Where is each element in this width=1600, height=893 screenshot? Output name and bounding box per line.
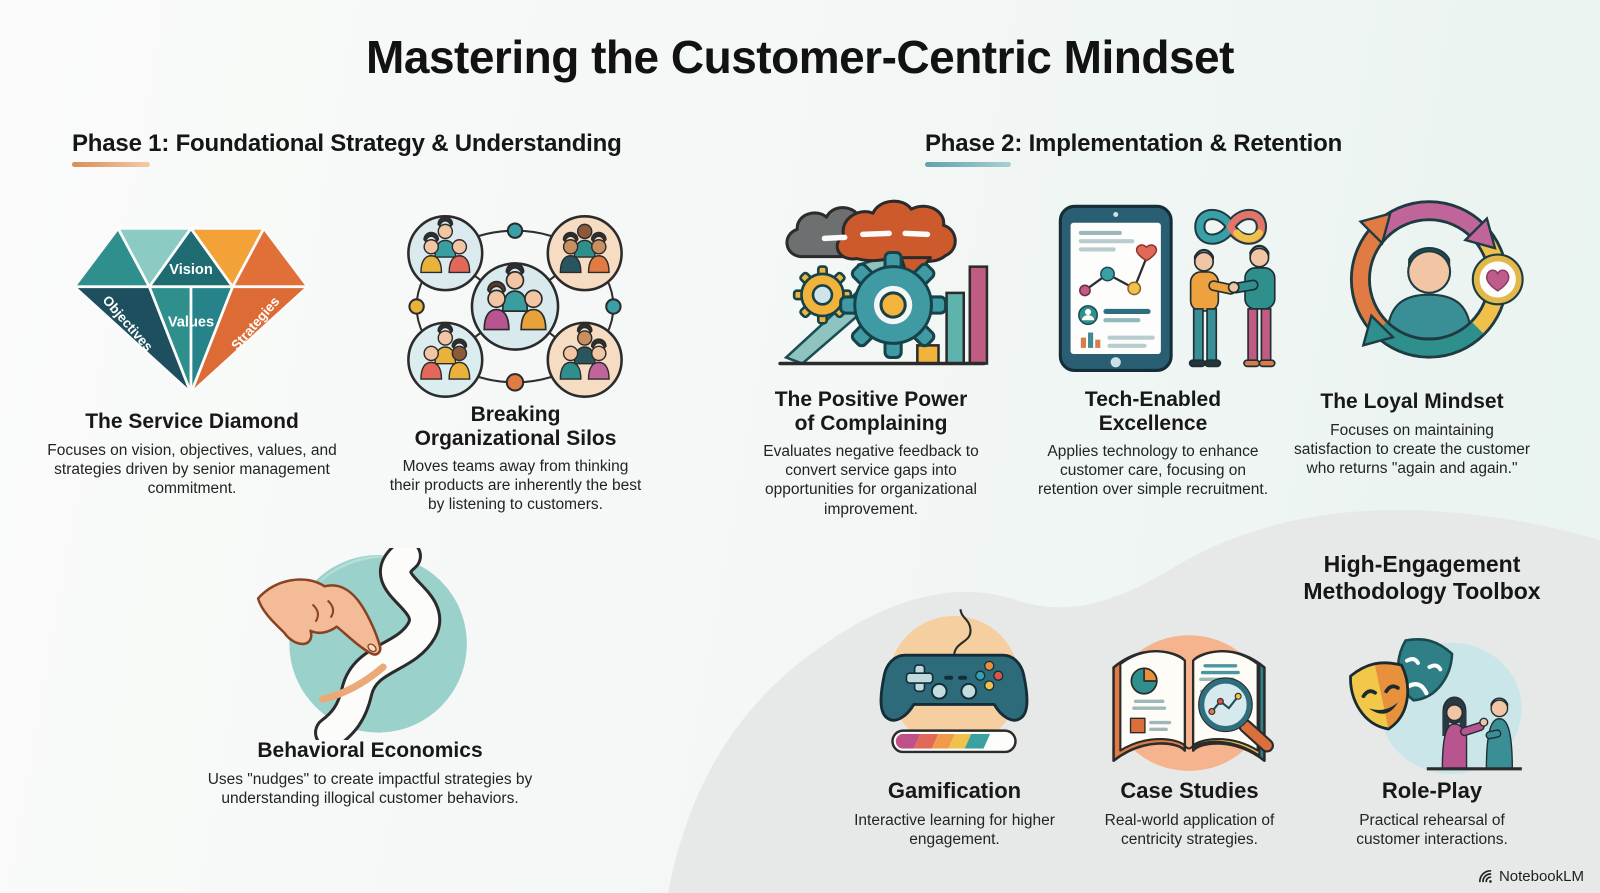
card-title: Behavioral Economics (257, 739, 483, 762)
phase-2-heading-text: Phase 2: Implementation & Retention (925, 130, 1343, 157)
tablet-handshake-illustration (1058, 204, 1276, 373)
card-description: Practical rehearsal of customer interact… (1356, 811, 1508, 848)
progress-bar (891, 729, 1017, 754)
phase-1-underline (72, 162, 150, 168)
loyalty-cycle-illustration (1349, 200, 1524, 359)
card-breaking-silos: Breaking Organizational Silos Moves team… (388, 403, 643, 515)
card-case-studies: Case Studies Real-world application of c… (1072, 778, 1307, 849)
card-title: Case Studies (1120, 778, 1259, 803)
motion-arc (319, 663, 387, 703)
connected-teams-illustration (407, 215, 623, 398)
card-title: The Loyal Mindset (1320, 390, 1504, 413)
card-description: Focuses on vision, objectives, values, a… (47, 441, 337, 497)
case-studies-illustration (1112, 635, 1274, 771)
card-description: Evaluates negative feedback to convert s… (763, 443, 979, 518)
gamification-illustration (879, 609, 1029, 754)
svg-text:Values: Values (168, 314, 214, 330)
card-behavioral-economics: Behavioral Economics Uses "nudges" to cr… (190, 739, 550, 808)
card-positive-complaining: The Positive Power of Complaining Evalua… (742, 388, 1000, 519)
feedback-cloud-gears-illustration (778, 199, 989, 366)
heart-badge-icon (1471, 253, 1524, 306)
phase-2-underline (925, 162, 1011, 168)
large-gear-icon (839, 251, 948, 359)
card-title: Tech-Enabled Excellence (1084, 388, 1222, 435)
phase-1-heading: Phase 1: Foundational Strategy & Underst… (72, 130, 622, 168)
game-controller-icon (879, 653, 1029, 722)
notebooklm-logo-icon (1478, 869, 1492, 883)
small-gear-icon (792, 265, 853, 325)
customer-person (1386, 246, 1473, 340)
card-description: Real-world application of centricity str… (1104, 811, 1275, 848)
comedy-mask-icon (1349, 661, 1409, 731)
toolbox-heading: High-Engagement Methodology Toolbox (1303, 551, 1541, 605)
cloud-dashes (821, 230, 931, 242)
phase-2-heading: Phase 2: Implementation & Retention (925, 130, 1343, 168)
service-diamond-illustration: Vision Objectives Values Strategies (72, 227, 310, 395)
cycle-arrows (1349, 200, 1509, 359)
card-description: Applies technology to enhance customer c… (1037, 443, 1268, 499)
feedback-cloud-icon (785, 199, 957, 287)
card-description: Interactive learning for higher engageme… (854, 811, 1055, 848)
magnifier-icon (1198, 677, 1274, 753)
tablet-icon (1058, 204, 1173, 373)
team-people (420, 216, 610, 380)
card-tech-enabled: Tech-Enabled Excellence Applies technolo… (1028, 388, 1278, 500)
card-title: The Service Diamond (85, 410, 299, 433)
role-play-illustration (1349, 637, 1522, 774)
card-service-diamond: The Service Diamond Focuses on vision, o… (42, 410, 342, 498)
network-node-dots (408, 222, 622, 392)
card-title: Role-Play (1381, 778, 1483, 803)
watermark: NotebookLM (1477, 868, 1584, 885)
card-gamification: Gamification Interactive learning for hi… (852, 778, 1057, 849)
handshake-people (1188, 244, 1276, 368)
winding-path (317, 548, 438, 740)
card-description: Focuses on maintaining satisfaction to c… (1293, 421, 1531, 477)
nudge-hand-illustration (256, 548, 467, 740)
card-role-play: Role-Play Practical rehearsal of custome… (1327, 778, 1537, 849)
card-description: Uses "nudges" to create impactful strate… (207, 770, 533, 807)
conversation-people (1426, 696, 1522, 771)
card-loyal-mindset: The Loyal Mindset Focuses on maintaining… (1292, 390, 1532, 478)
phase-1-heading-text: Phase 1: Foundational Strategy & Underst… (72, 130, 622, 157)
card-title: Gamification (887, 778, 1022, 803)
nudging-hand-icon (256, 578, 382, 656)
infinity-icon (1194, 208, 1268, 245)
svg-text:Vision: Vision (169, 262, 212, 278)
watermark-label: NotebookLM (1498, 868, 1584, 885)
page-title: Mastering the Customer-Centric Mindset (366, 31, 1234, 83)
heart-icon (1135, 244, 1158, 262)
card-description: Moves teams away from thinking their pro… (389, 458, 642, 514)
card-title: The Positive Power of Complaining (774, 388, 968, 435)
card-title: Breaking Organizational Silos (414, 403, 617, 450)
